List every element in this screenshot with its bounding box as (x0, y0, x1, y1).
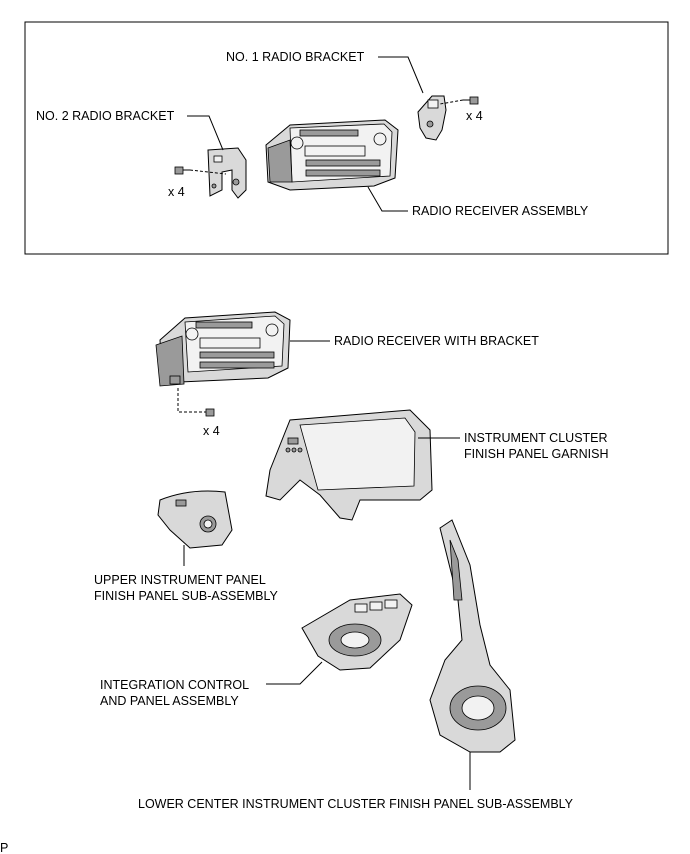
lower-screw (204, 408, 215, 417)
label-integration-2: AND PANEL ASSEMBLY (100, 694, 239, 708)
right-screw (463, 96, 479, 105)
radio-receiver-with-bracket-part (155, 311, 291, 387)
label-no1-radio-bracket: NO. 1 RADIO BRACKET (226, 50, 365, 64)
label-radio-receiver-assembly: RADIO RECEIVER ASSEMBLY (412, 204, 589, 218)
lower-center-panel-part (429, 519, 516, 753)
label-no2-radio-bracket: NO. 2 RADIO BRACKET (36, 109, 175, 123)
instrument-cluster-garnish-part (265, 409, 433, 521)
integration-leader (266, 661, 323, 685)
label-upper-panel-1: UPPER INSTRUMENT PANEL (94, 573, 266, 587)
label-upper-panel-2: FINISH PANEL SUB-ASSEMBLY (94, 589, 279, 603)
label-lower-center: LOWER CENTER INSTRUMENT CLUSTER FINISH P… (138, 797, 574, 811)
no1-leader (378, 56, 424, 94)
integration-control-part (301, 593, 413, 671)
label-qty-lower: x 4 (203, 424, 220, 438)
top-frame (24, 21, 669, 255)
label-radio-receiver-with-bracket: RADIO RECEIVER WITH BRACKET (334, 334, 539, 348)
corner-code: P (0, 841, 8, 854)
radio-receiver-assembly-part (265, 119, 399, 191)
no2-leader (187, 115, 224, 151)
no2-radio-bracket-part (207, 147, 247, 199)
left-screw-dashline (189, 169, 227, 175)
label-integration-1: INTEGRATION CONTROL (100, 678, 249, 692)
label-cluster-garnish-1: INSTRUMENT CLUSTER (464, 431, 608, 445)
label-qty-left: x 4 (168, 185, 185, 199)
label-cluster-garnish-2: FINISH PANEL GARNISH (464, 447, 608, 461)
right-screw-dashline (439, 99, 464, 105)
no1-radio-bracket-part (417, 95, 447, 141)
lower-screw-dashline (177, 388, 204, 413)
label-qty-right: x 4 (466, 109, 483, 123)
left-screw (174, 166, 190, 175)
radio-assembly-leader (367, 186, 408, 212)
upper-instrument-panel-part (157, 490, 233, 549)
